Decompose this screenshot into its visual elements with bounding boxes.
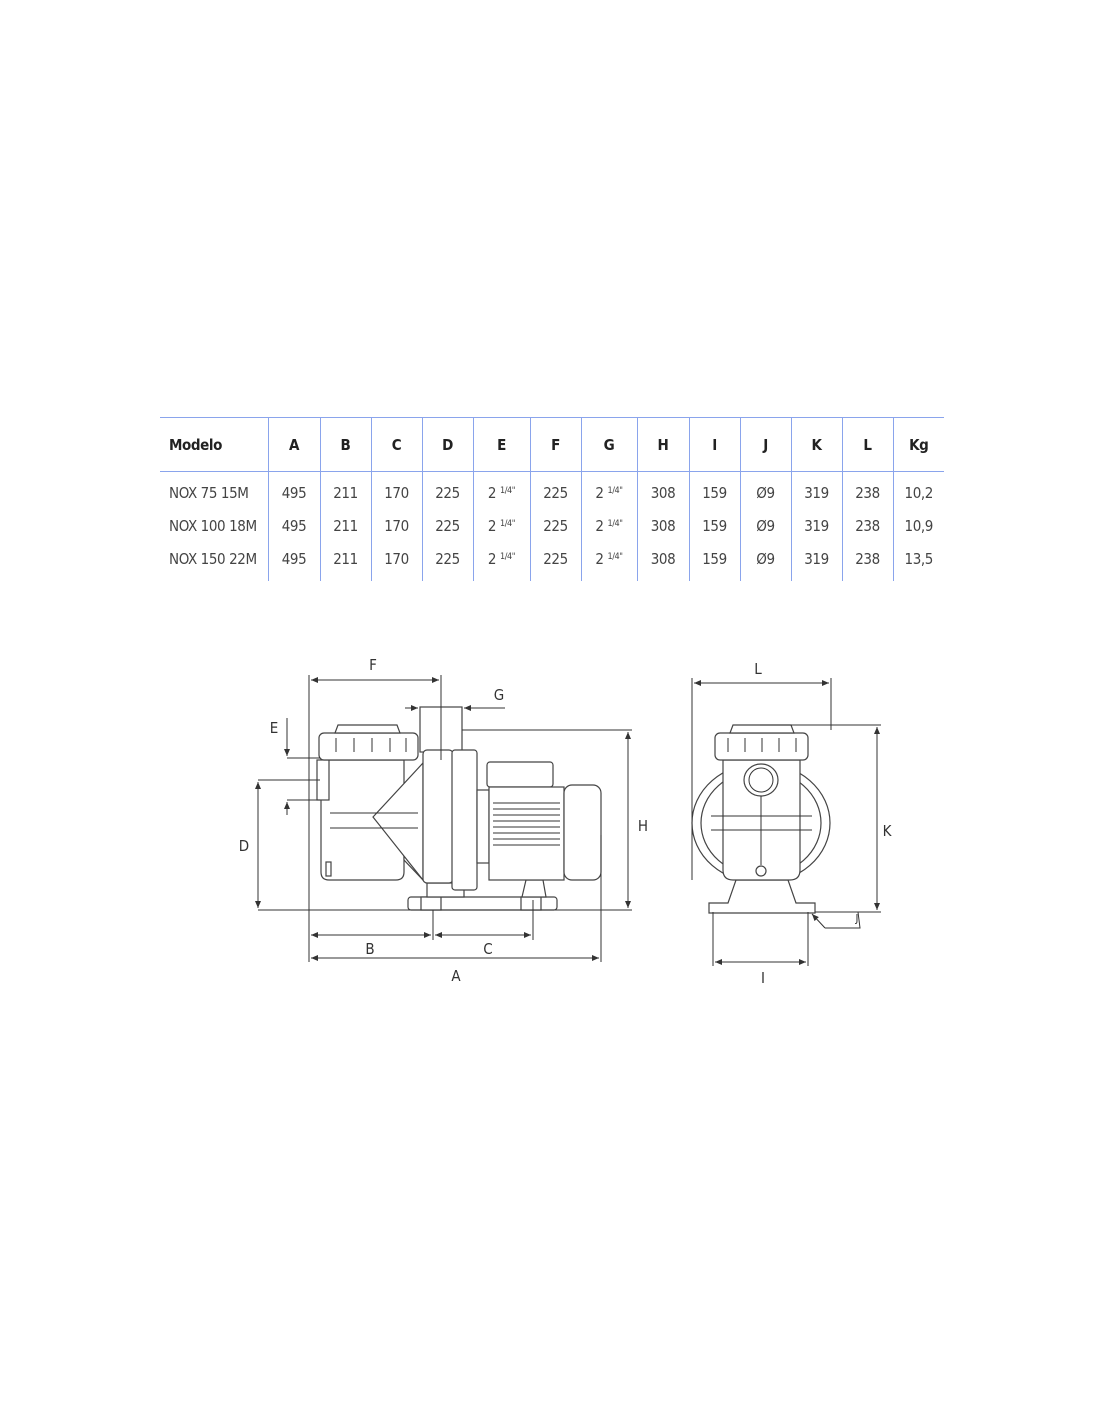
value-cell: 170	[370, 471, 422, 509]
value-cell: 238	[841, 509, 893, 542]
dim-label-i: I	[761, 969, 765, 987]
column-header-b: B	[319, 417, 371, 472]
value-cell: 159	[688, 471, 740, 509]
value-cell: 13,5	[892, 542, 944, 581]
value-cell: 211	[319, 471, 371, 509]
value-cell: 225	[421, 542, 473, 581]
side-dimension-lines	[255, 675, 632, 962]
value-cell: 225	[421, 471, 473, 509]
value-cell: 170	[370, 542, 422, 581]
value-cell: 238	[841, 471, 893, 509]
value-cell: 10,2	[892, 471, 944, 509]
pump-side-view	[316, 706, 602, 911]
value-cell: 319	[790, 471, 842, 509]
value-cell: 2 1/4"	[580, 509, 637, 542]
value-cell: 225	[529, 471, 581, 509]
value-cell: Ø9	[739, 471, 791, 509]
model-cell: NOX 150 22M	[169, 549, 257, 568]
value-cell: 2 1/4"	[580, 542, 637, 581]
dim-label-e: E	[270, 719, 279, 737]
value-cell: 495	[267, 542, 320, 581]
column-header-h: H	[636, 417, 689, 472]
dim-label-l: L	[754, 660, 762, 678]
value-cell: 308	[636, 471, 689, 509]
column-header-j: J	[739, 417, 791, 472]
value-cell: 319	[790, 509, 842, 542]
dim-label-j: J	[855, 912, 859, 925]
value-cell: Ø9	[739, 542, 791, 581]
dim-label-b: B	[365, 940, 374, 958]
dim-label-k: K	[883, 822, 893, 840]
column-header-f: F	[529, 417, 581, 472]
value-cell: 2 1/4"	[580, 471, 637, 509]
model-cell: NOX 100 18M	[169, 516, 257, 535]
column-header-kg: Kg	[892, 417, 944, 472]
column-header-e: E	[472, 417, 530, 472]
pump-front-view	[691, 724, 831, 914]
column-header-d: D	[421, 417, 473, 472]
front-dimension-lines	[691, 678, 881, 966]
value-cell: 495	[267, 509, 320, 542]
column-header-l: L	[841, 417, 893, 472]
dim-label-a: A	[451, 967, 461, 985]
dim-label-c: C	[483, 940, 492, 958]
value-cell: 225	[529, 509, 581, 542]
value-cell: 211	[319, 542, 371, 581]
value-cell: 495	[267, 471, 320, 509]
value-cell: 2 1/4"	[472, 471, 530, 509]
value-cell: 170	[370, 509, 422, 542]
value-cell: 159	[688, 542, 740, 581]
value-cell: 308	[636, 542, 689, 581]
column-header-g: G	[580, 417, 637, 472]
column-header-k: K	[790, 417, 842, 472]
value-cell: Ø9	[739, 509, 791, 542]
column-header-i: I	[688, 417, 740, 472]
value-cell: 211	[319, 509, 371, 542]
column-header-c: C	[370, 417, 422, 472]
dim-label-h: H	[638, 817, 648, 835]
value-cell: 225	[529, 542, 581, 581]
dim-label-g: G	[494, 686, 504, 704]
value-cell: 159	[688, 509, 740, 542]
dim-label-d: D	[239, 837, 249, 855]
column-header-modelo: Modelo	[169, 435, 223, 454]
value-cell: 10,9	[892, 509, 944, 542]
value-cell: 308	[636, 509, 689, 542]
value-cell: 319	[790, 542, 842, 581]
dim-label-f: F	[369, 656, 377, 674]
value-cell: 225	[421, 509, 473, 542]
value-cell: 238	[841, 542, 893, 581]
value-cell: 2 1/4"	[472, 509, 530, 542]
value-cell: 2 1/4"	[472, 542, 530, 581]
model-cell: NOX 75 15M	[169, 483, 249, 502]
column-header-a: A	[267, 417, 320, 472]
